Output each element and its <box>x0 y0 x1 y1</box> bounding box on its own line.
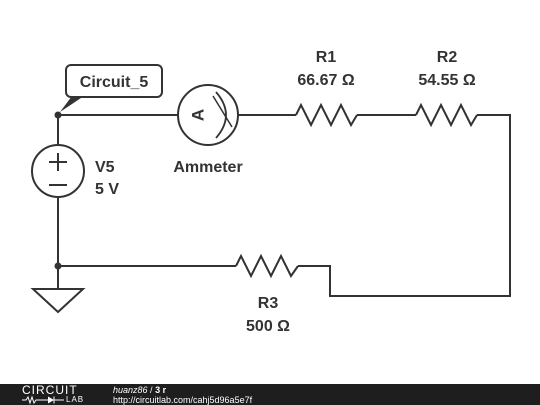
node-label-pointer <box>60 96 84 112</box>
resistor-r1-name: R1 <box>316 49 337 66</box>
resistor-r1-value: 66.67 Ω <box>297 72 354 89</box>
node-label-box <box>65 64 163 98</box>
ammeter[interactable]: A Ammeter <box>173 84 243 176</box>
footer-separator: / <box>147 385 156 395</box>
logo-bottom-text: LAB <box>66 395 85 404</box>
ground-symbol[interactable] <box>30 288 86 314</box>
ammeter-label: Ammeter <box>173 159 242 176</box>
resistor-r3[interactable]: R3 500 Ω <box>235 253 299 335</box>
resistor-r1-zigzag-icon <box>295 102 358 128</box>
logo-top-text: CIRCUIT <box>22 383 78 397</box>
footer-circuit-title[interactable]: 3 r <box>155 385 167 395</box>
footer-username[interactable]: huanz86 <box>113 385 148 395</box>
resistor-r2-zigzag-icon <box>415 102 478 128</box>
logo-circuit-icon <box>22 395 64 405</box>
footer-bar: CIRCUIT LAB huanz86 / 3 r http://circuit… <box>0 384 540 405</box>
source-name-label: V5 <box>95 159 115 176</box>
resistor-r2-name: R2 <box>437 49 458 66</box>
resistor-r3-zigzag-icon <box>235 253 299 279</box>
ammeter-needle <box>212 95 233 128</box>
ammeter-dial-arc <box>215 91 227 139</box>
junction-dot-bottom <box>54 262 62 270</box>
junction-dot-top <box>54 111 62 119</box>
voltage-source-v5[interactable]: V5 5 V <box>31 144 119 198</box>
resistor-r2-value: 54.55 Ω <box>418 72 475 89</box>
ammeter-icon <box>177 84 239 146</box>
circuit-schematic[interactable]: Circuit_5 V5 5 V A Ammeter R1 66.67 Ω <box>0 0 540 384</box>
wires <box>57 114 511 297</box>
footer-user-line: huanz86 / 3 r <box>113 385 166 395</box>
source-value-label: 5 V <box>95 181 119 198</box>
ammeter-symbol: A <box>189 109 208 121</box>
ground-icon <box>30 288 86 314</box>
resistor-r2[interactable]: R2 54.55 Ω <box>415 49 478 128</box>
node-label-text: Circuit_5 <box>80 74 149 91</box>
circuitlab-logo[interactable]: CIRCUIT LAB <box>22 384 94 405</box>
wire-r2-to-r3 <box>298 114 511 297</box>
node-label-callout[interactable]: Circuit_5 <box>60 64 163 112</box>
resistor-r1[interactable]: R1 66.67 Ω <box>295 49 358 128</box>
footer-url-link[interactable]: http://circuitlab.com/cahj5d96a5e7f <box>113 395 253 405</box>
resistor-r3-value: 500 Ω <box>246 318 290 335</box>
resistor-r3-name: R3 <box>258 295 279 312</box>
